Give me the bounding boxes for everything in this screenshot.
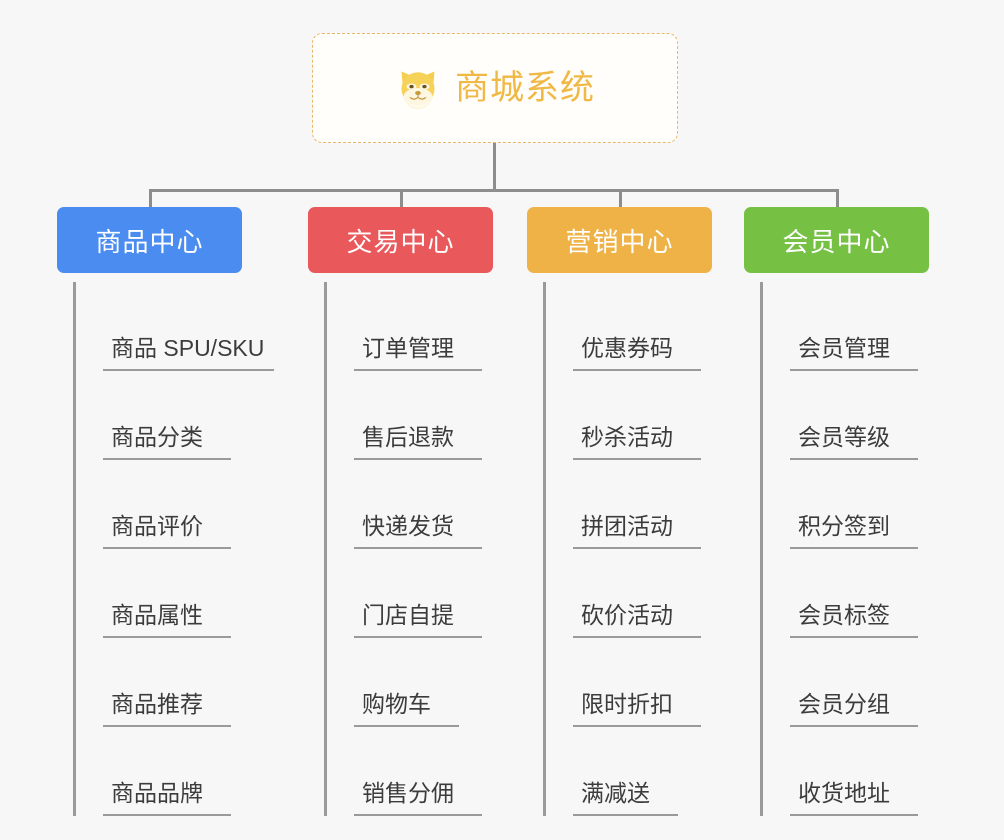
drop-connector-2 [400,189,403,207]
category-box-2[interactable]: 交易中心 [308,207,493,273]
leaf-label: 商品评价 [103,513,231,549]
horizontal-bus-connector [149,189,839,192]
leaf-label: 购物车 [354,691,459,727]
leaf-column-4: 会员管理 会员等级 积分签到 会员标签 会员分组 收货地址 [760,282,918,816]
list-item[interactable]: 会员分组 [760,638,918,727]
list-item[interactable]: 秒杀活动 [543,371,701,460]
root-node[interactable]: 商城系统 [312,33,678,143]
category-label-4: 会员中心 [782,226,891,257]
leaf-label: 会员等级 [790,424,918,460]
leaf-label: 商品推荐 [103,691,231,727]
list-item[interactable]: 会员管理 [760,282,918,371]
list-item[interactable]: 商品属性 [73,549,274,638]
category-box-3[interactable]: 营销中心 [527,207,712,273]
leaf-label: 商品属性 [103,602,231,638]
leaf-label: 销售分佣 [354,780,482,816]
leaf-label: 砍价活动 [573,602,701,638]
list-item[interactable]: 满减送 [543,727,701,816]
leaf-label: 优惠券码 [573,335,701,371]
leaf-label: 拼团活动 [573,513,701,549]
category-label-1: 商品中心 [95,226,204,257]
drop-connector-1 [149,189,152,207]
list-item[interactable]: 商品推荐 [73,638,274,727]
drop-connector-4 [836,189,839,207]
leaf-label: 商品品牌 [103,780,231,816]
list-item[interactable]: 销售分佣 [324,727,482,816]
spine-connector-3 [543,282,546,816]
root-label: 商城系统 [455,69,595,107]
drop-connector-3 [619,189,622,207]
shiba-dog-icon [401,71,435,110]
list-item[interactable]: 门店自提 [324,549,482,638]
leaf-label: 商品 SPU/SKU [103,335,275,371]
category-label-3: 营销中心 [565,226,674,257]
leaf-label: 快递发货 [354,513,482,549]
list-item[interactable]: 会员标签 [760,549,918,638]
root-stub-connector [493,143,496,191]
category-box-4[interactable]: 会员中心 [744,207,929,273]
leaf-label: 限时折扣 [573,691,701,727]
leaf-label: 会员标签 [790,602,918,638]
list-item[interactable]: 商品 SPU/SKU [73,282,275,371]
leaf-column-2: 订单管理 售后退款 快递发货 门店自提 购物车 销售分佣 [324,282,482,816]
spine-connector-4 [760,282,763,816]
list-item[interactable]: 购物车 [324,638,482,727]
list-item[interactable]: 商品分类 [73,371,274,460]
list-item[interactable]: 商品品牌 [73,727,274,816]
leaf-label: 会员管理 [790,335,918,371]
list-item[interactable]: 拼团活动 [543,460,701,549]
leaf-column-1: 商品 SPU/SKU 商品分类 商品评价 商品属性 商品推荐 商品品牌 [73,282,275,816]
list-item[interactable]: 积分签到 [760,460,918,549]
leaf-label: 售后退款 [354,424,482,460]
leaf-label: 秒杀活动 [573,424,701,460]
leaf-label: 商品分类 [103,424,231,460]
leaf-label: 积分签到 [790,513,918,549]
list-item[interactable]: 限时折扣 [543,638,701,727]
leaf-label: 收货地址 [790,780,918,816]
leaf-column-3: 优惠券码 秒杀活动 拼团活动 砍价活动 限时折扣 满减送 [543,282,701,816]
category-label-2: 交易中心 [346,226,455,257]
list-item[interactable]: 快递发货 [324,460,482,549]
list-item[interactable]: 订单管理 [324,282,482,371]
list-item[interactable]: 商品评价 [73,460,274,549]
leaf-label: 门店自提 [354,602,482,638]
list-item[interactable]: 售后退款 [324,371,482,460]
list-item[interactable]: 会员等级 [760,371,918,460]
category-box-1[interactable]: 商品中心 [57,207,242,273]
list-item[interactable]: 收货地址 [760,727,918,816]
list-item[interactable]: 砍价活动 [543,549,701,638]
leaf-label: 订单管理 [354,335,482,371]
spine-connector-1 [73,282,76,816]
spine-connector-2 [324,282,327,816]
leaf-label: 满减送 [573,780,678,816]
list-item[interactable]: 优惠券码 [543,282,701,371]
leaf-label: 会员分组 [790,691,918,727]
